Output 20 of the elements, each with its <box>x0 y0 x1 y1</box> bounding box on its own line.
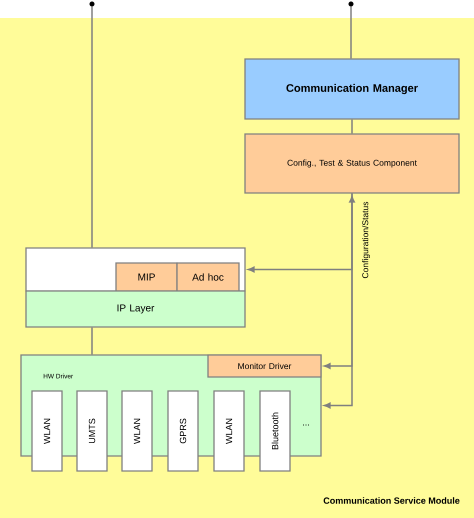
interface-box: WLAN <box>121 390 153 472</box>
connector <box>248 196 355 272</box>
connector <box>351 120 353 134</box>
ellipsis: ... <box>303 424 309 426</box>
connector <box>324 194 353 408</box>
interface-box: UMTS <box>76 390 108 472</box>
connector <box>91 328 93 354</box>
manager-box: Communication Manager <box>244 58 460 120</box>
protocol-box: Ad hoc <box>176 262 240 292</box>
interface-box: GPRS <box>167 390 199 472</box>
interface-box: WLAN <box>213 390 245 472</box>
layer-box: IP Layer <box>25 290 246 328</box>
driver-box: Monitor Driver <box>207 354 322 378</box>
connector <box>91 6 93 248</box>
protocol-box: MIP <box>115 262 178 292</box>
interface-box: WLAN <box>31 390 63 472</box>
component-box: Config., Test & Status Component <box>244 133 460 194</box>
connector <box>350 6 352 58</box>
edge-label: Configuration/Status <box>361 200 371 280</box>
interface-box: Bluetooth <box>259 390 291 472</box>
